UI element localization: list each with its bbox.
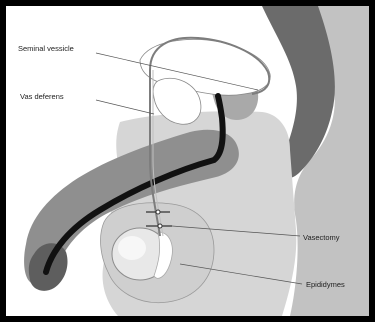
testis-highlight: [118, 236, 146, 260]
label-vasectomy: Vasectomy: [303, 233, 340, 242]
label-vas-deferens: Vas deferens: [20, 92, 64, 101]
label-epididymes: Epididymes: [306, 280, 345, 289]
label-seminal-vesicle: Seminal vessicle: [18, 44, 74, 53]
